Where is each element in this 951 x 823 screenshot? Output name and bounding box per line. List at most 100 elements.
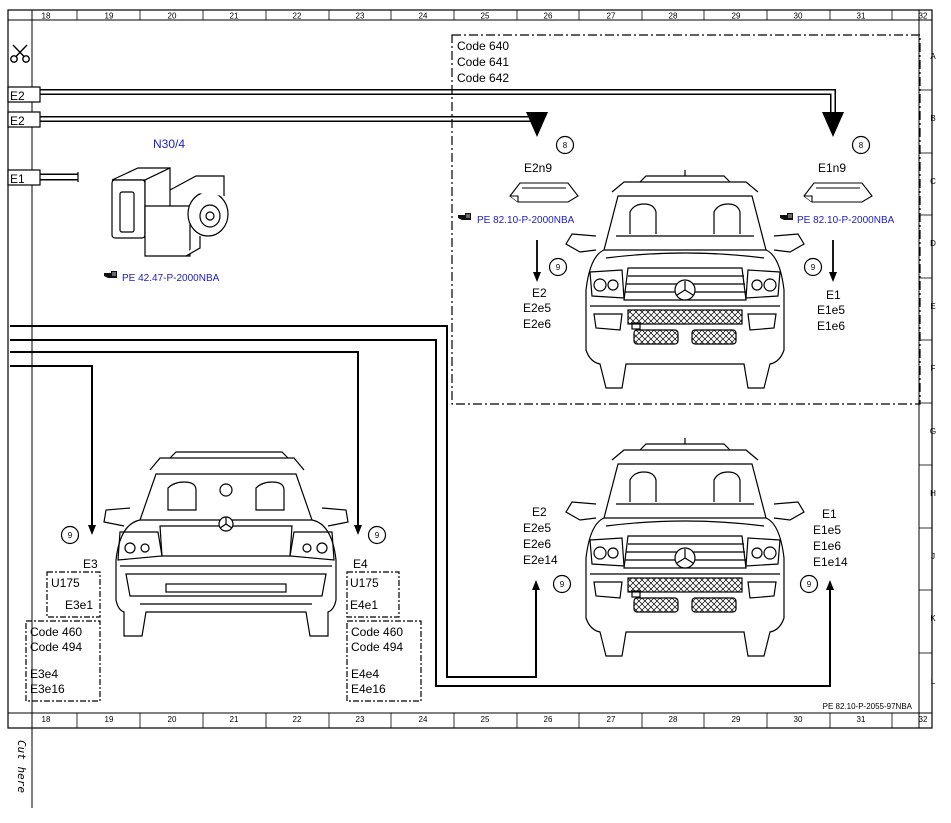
col-label: 28 — [669, 715, 678, 724]
col-label: 22 — [293, 12, 302, 21]
ruler-top: 18 19 20 21 22 23 24 25 26 27 28 29 30 3… — [42, 12, 928, 21]
code-box-front — [451, 34, 921, 405]
row-label: B — [930, 114, 935, 123]
col-label: 19 — [105, 12, 114, 21]
code-box-rear-right — [346, 620, 422, 702]
right-lamp-unit: 8 E1n9 PE 82.10-P-2000NBA 9 E1 E1e5 E1e6 — [779, 135, 895, 333]
u175-box — [346, 571, 400, 618]
code-line: Code 494 — [30, 640, 82, 654]
col-label: 27 — [607, 715, 616, 724]
row-label: F — [931, 364, 936, 373]
front-bottom-right-labels: E1 E1e5 E1e6 E1e14 9 — [799, 507, 848, 594]
circle-number: 9 — [556, 263, 561, 272]
row-label: L — [931, 677, 936, 686]
reference-hand-icon — [103, 270, 118, 279]
row-label: G — [930, 427, 936, 436]
lamp-name: E3 — [83, 557, 98, 571]
col-label: 30 — [794, 715, 803, 724]
col-label: 18 — [42, 12, 51, 21]
col-label: 18 — [42, 715, 51, 724]
arrowheads — [88, 272, 837, 590]
row-label: E — [930, 302, 935, 311]
col-label: 31 — [857, 12, 866, 21]
reference-hand-icon — [457, 212, 472, 221]
lamp-unit-name: E1n9 — [818, 161, 846, 175]
circle-number: 9 — [807, 580, 812, 589]
code-line: E4e16 — [351, 682, 386, 696]
circle-number: 9 — [375, 531, 380, 540]
connector-e1[interactable]: E1 — [7, 169, 41, 186]
code-line: Code 640 — [457, 39, 509, 53]
code-line: Code 494 — [351, 640, 403, 654]
lamp-item: E2e6 — [523, 317, 551, 331]
col-label: 22 — [293, 715, 302, 724]
lamp-item: E1e5 — [813, 523, 841, 537]
lamp-item: E2 — [532, 286, 547, 300]
module-title: N30/4 — [153, 137, 185, 151]
lamp-unit-ref[interactable]: PE 82.10-P-2000NBA — [779, 212, 895, 226]
module-n30-4-image — [111, 167, 229, 257]
column-ticks — [76, 10, 893, 728]
module-ref[interactable]: PE 42.47-P-2000NBA — [103, 270, 220, 284]
control-module-image — [509, 182, 579, 203]
circle-number: 9 — [560, 580, 565, 589]
connector-e2-second[interactable]: E2 — [7, 111, 41, 128]
col-label: 21 — [230, 12, 239, 21]
lamp-unit-name: E2n9 — [524, 161, 552, 175]
circle-number: 8 — [563, 141, 568, 150]
col-label: 27 — [607, 12, 616, 21]
lamp-item: E2e14 — [523, 553, 558, 567]
scissors-icon — [10, 44, 30, 63]
ruler-right: A B C D E F G H J K L — [930, 52, 936, 686]
row-label: J — [931, 552, 935, 561]
col-label: 23 — [356, 715, 365, 724]
left-lamp-unit: 8 E2n9 PE 82.10-P-2000NBA 9 E2 E2e5 E2e6 — [457, 135, 579, 331]
lamp-item: E1 — [822, 507, 837, 521]
col-label: 30 — [794, 12, 803, 21]
u-box-line: U175 — [51, 576, 80, 590]
vehicle-front-view — [565, 170, 805, 389]
lamp-item: E1e14 — [813, 555, 848, 569]
connector-e2-top[interactable]: E2 — [7, 86, 41, 103]
ruler-bottom: 18 19 20 21 22 23 24 25 26 27 28 29 30 3… — [42, 715, 928, 724]
col-label: 26 — [544, 12, 553, 21]
col-label: 26 — [544, 715, 553, 724]
code-line: E3e16 — [30, 682, 65, 696]
vehicle-rear-view — [103, 451, 349, 637]
lamp-item: E1e5 — [817, 303, 845, 317]
lamp-item: E1 — [826, 288, 841, 302]
row-ticks — [919, 89, 932, 654]
diagram-ref-number: PE 82.10-P-2055-97NBA — [823, 702, 913, 711]
short-arrow-lines — [536, 240, 834, 273]
u-box-line: E3e1 — [65, 598, 93, 612]
reference-hand-icon — [779, 212, 794, 221]
circle-number: 9 — [68, 531, 73, 540]
col-label: 32 — [919, 12, 928, 21]
lamp-item: E2e5 — [523, 521, 551, 535]
row-label: A — [930, 52, 936, 61]
connector-label: E2 — [10, 89, 25, 103]
col-label: 20 — [168, 715, 177, 724]
circle-number: 9 — [811, 263, 816, 272]
col-label: 25 — [481, 715, 490, 724]
col-label: 31 — [857, 715, 866, 724]
code-line: Code 642 — [457, 71, 509, 85]
frame — [7, 9, 933, 808]
lamp-name: E4 — [353, 557, 368, 571]
arrowhead — [822, 112, 844, 137]
col-label: 29 — [732, 12, 741, 21]
circle-number: 8 — [859, 141, 864, 150]
col-label: 21 — [230, 715, 239, 724]
lamp-unit-ref[interactable]: PE 82.10-P-2000NBA — [457, 212, 575, 226]
rear-right-group: 9 E4 U175 E4e1 Code 460 Code 494 E4e4 E4… — [346, 525, 422, 702]
row-label: K — [930, 614, 936, 623]
lamp-item: E1e6 — [813, 539, 841, 553]
code-line: E3e4 — [30, 667, 58, 681]
rear-left-group: 9 E3 U175 E3e1 Code 460 Code 494 E3e4 E3… — [25, 525, 101, 702]
arrowhead — [526, 112, 548, 137]
code-line: Code 460 — [30, 625, 82, 639]
u175-box — [46, 571, 101, 618]
code-line: Code 641 — [457, 55, 509, 69]
lamp-item: E1e6 — [817, 319, 845, 333]
